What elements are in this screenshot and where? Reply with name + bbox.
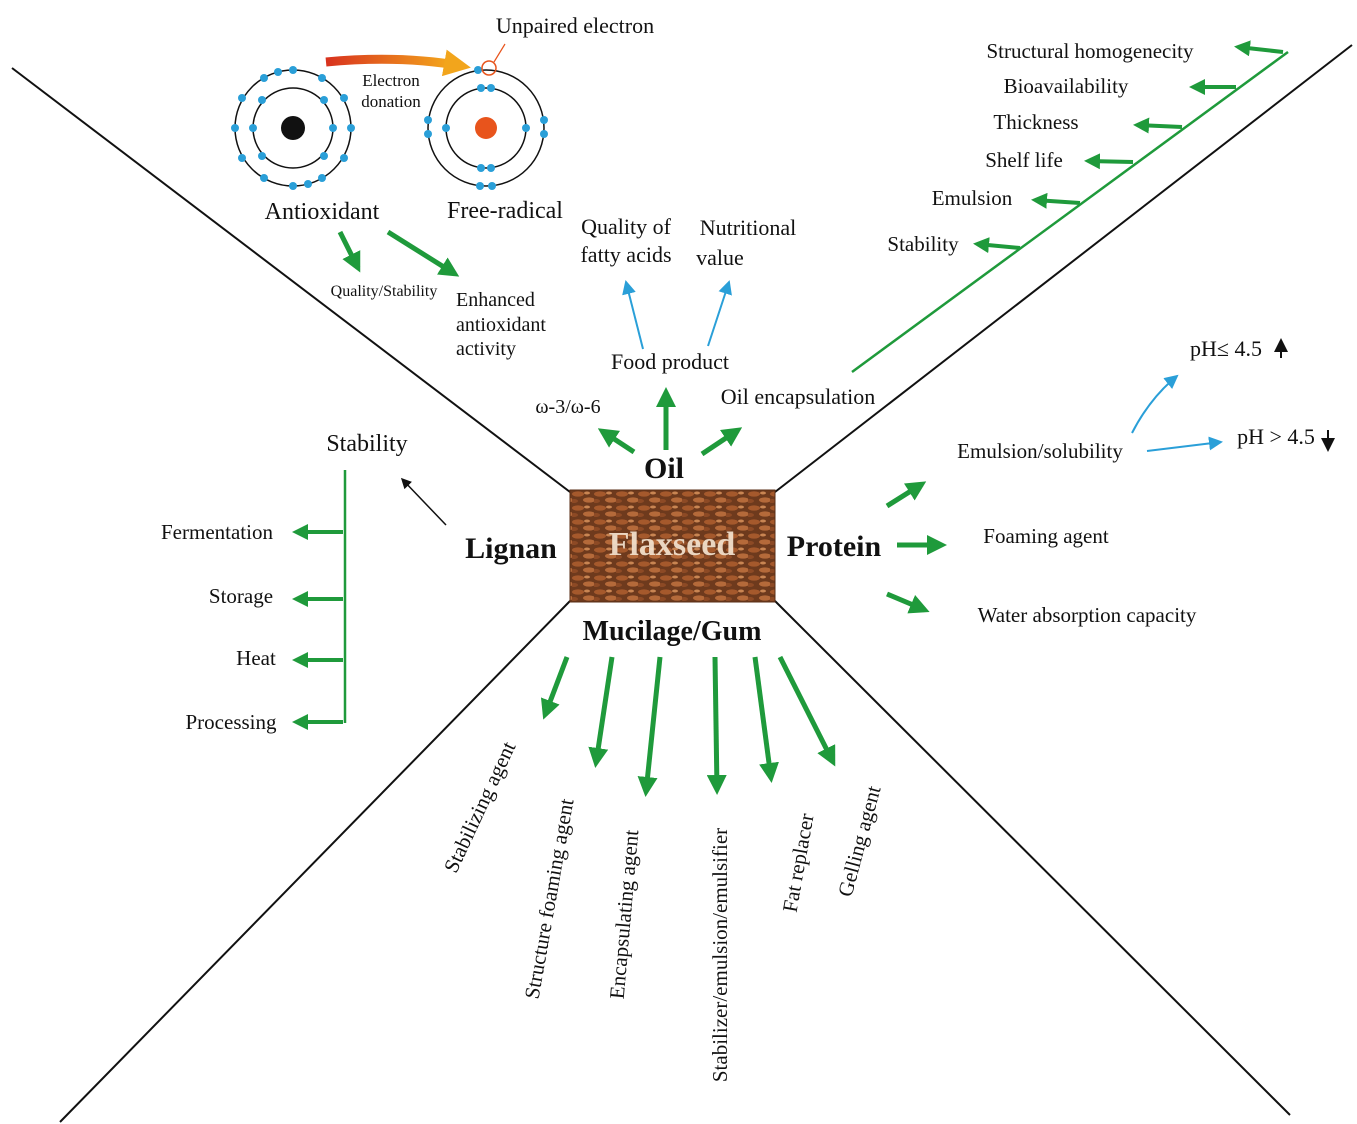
encapsulation-item-shelf-life: Shelf life xyxy=(985,148,1063,172)
nutritional-value-line-1: Nutritional xyxy=(700,215,797,240)
ph-high-label: pH > 4.5 xyxy=(1237,424,1315,449)
flaxseed-label: Flaxseed xyxy=(609,526,736,563)
divider-lines xyxy=(11,44,1353,1123)
free-radical-label: Free-radical xyxy=(447,198,563,224)
antioxidant-atom xyxy=(231,66,355,190)
water-absorption-label: Water absorption capacity xyxy=(978,603,1197,627)
lignan-ladder xyxy=(292,470,347,730)
unpaired-electron-label: Unpaired electron xyxy=(496,13,654,38)
enhanced-activity-line-1: Enhanced xyxy=(456,289,535,311)
enhanced-activity-line-3: activity xyxy=(456,338,516,360)
foaming-agent-label: Foaming agent xyxy=(983,524,1109,548)
mucilage-item-encapsulating-agent: Encapsulating agent xyxy=(605,829,644,1000)
antioxidant-arrows xyxy=(337,229,460,277)
emulsion-solubility-label: Emulsion/solubility xyxy=(957,439,1123,463)
encapsulation-item-bioavailability: Bioavailability xyxy=(1004,74,1129,98)
protein-label: Protein xyxy=(787,530,882,563)
free-radical-atom xyxy=(424,43,548,190)
mucilage-item-stabilizing-agent: Stabilizing agent xyxy=(439,738,521,877)
mucilage-item-structure-foaming-agent: Structure foaming agent xyxy=(520,797,579,1001)
oil-encapsulation-label: Oil encapsulation xyxy=(721,384,876,409)
quality-stability-label: Quality/Stability xyxy=(331,283,438,300)
encapsulation-item-structural-homogenecity: Structural homogenecity xyxy=(986,39,1194,63)
mucilage-item-gelling-agent: Gelling agent xyxy=(833,783,886,899)
nutritional-value-line-2: value xyxy=(696,245,744,270)
encapsulation-item-thickness: Thickness xyxy=(993,110,1078,134)
electron-donation-arrow xyxy=(325,49,471,77)
electron-donation-label-1: Electron xyxy=(362,71,420,90)
mucilage-item-stabilizer-emulsion-emulsifier: Stabilizer/emulsion/emulsifier xyxy=(708,828,732,1082)
lignan-item-processing: Processing xyxy=(186,710,277,734)
encapsulation-item-emulsion: Emulsion xyxy=(932,186,1013,210)
lignan-item-heat: Heat xyxy=(236,646,276,670)
lignan-item-storage: Storage xyxy=(209,584,273,608)
lignan-stability-arrow xyxy=(400,477,447,526)
lignan-item-fermentation: Fermentation xyxy=(161,520,273,544)
quality-fatty-acids-line-1: Quality of xyxy=(581,214,671,239)
electron-donation-label-2: donation xyxy=(361,92,421,111)
lignan-stability-label: Stability xyxy=(326,431,407,457)
ph-low-label: pH≤ 4.5 xyxy=(1190,336,1262,361)
antioxidant-label: Antioxidant xyxy=(265,199,380,225)
enhanced-activity-line-2: antioxidant xyxy=(456,314,546,336)
quality-fatty-acids-line-2: fatty acids xyxy=(580,242,671,267)
flaxseed-image: Flaxseed xyxy=(569,489,776,603)
mucilage-gum-label: Mucilage/Gum xyxy=(583,616,762,647)
lignan-label: Lignan xyxy=(465,532,557,565)
oil-label: Oil xyxy=(644,452,684,485)
food-product-label: Food product xyxy=(611,349,729,374)
omega-label: ω-3/ω-6 xyxy=(535,396,600,418)
encapsulation-ladder xyxy=(851,40,1289,374)
encapsulation-item-stability: Stability xyxy=(887,232,959,256)
mucilage-arrows xyxy=(540,655,836,797)
protein-arrows xyxy=(885,481,947,614)
ph-arrows xyxy=(1131,374,1223,452)
food-product-arrows xyxy=(622,280,732,350)
unpaired-electron-marker xyxy=(481,60,497,76)
oil-arrows xyxy=(597,387,743,457)
mucilage-item-fat-replacer: Fat replacer xyxy=(778,812,819,914)
